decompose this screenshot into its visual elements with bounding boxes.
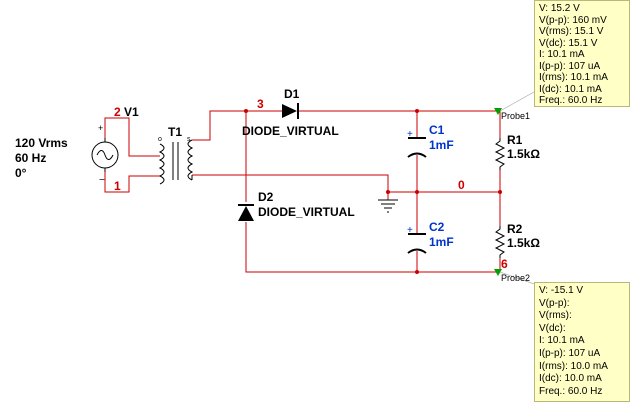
c2-value: 1mF: [429, 235, 454, 249]
junction-dot: [386, 190, 390, 194]
svg-text:s: s: [187, 136, 191, 143]
probe1-readout[interactable]: V: 15.2 V V(p-p): 160 mV V(rms): 15.1 V …: [534, 0, 630, 107]
d2-name: D2: [258, 190, 274, 204]
wire-net-0[interactable]: [192, 174, 500, 193]
ac-source-v1[interactable]: + −: [91, 123, 119, 186]
junction-dot: [415, 190, 419, 194]
capacitor-c2[interactable]: +: [407, 225, 427, 254]
r2-value: 1.5kΩ: [507, 236, 540, 250]
d1-name: D1: [284, 87, 300, 101]
svg-text:+: +: [98, 123, 103, 133]
r1-value: 1.5kΩ: [507, 147, 540, 161]
probe1-reading: I(p-p): 107 uA: [539, 60, 601, 72]
probe1-reading: I: 10.1 mA: [539, 49, 585, 60]
junction-dot: [498, 190, 502, 194]
diode-d1[interactable]: [282, 103, 299, 119]
net-label-3: 3: [257, 97, 264, 111]
c2-name: C2: [429, 220, 445, 234]
source-frequency: 60 Hz: [15, 151, 46, 165]
probe1-marker[interactable]: [494, 91, 535, 115]
probe1-reading: I(rms): 10.1 mA: [539, 72, 608, 83]
probe2-reading: V(rms):: [539, 310, 572, 322]
probe1-reading: Freq.: 60.0 Hz: [539, 95, 603, 106]
probe2-marker[interactable]: [494, 269, 535, 285]
resistor-r2[interactable]: [494, 226, 506, 258]
probe2-reading: V: -15.1 V: [539, 285, 584, 296]
probe1-reading: V(p-p): 160 mV: [539, 14, 607, 26]
source-phase: 0°: [15, 166, 27, 180]
probe2-label: Probe2: [501, 273, 530, 283]
diode-d2[interactable]: [238, 204, 254, 221]
svg-text:o: o: [158, 136, 162, 143]
resistor-r1[interactable]: [494, 138, 506, 170]
probe2-reading: V(dc):: [539, 322, 566, 334]
probe2-reading: V(p-p):: [539, 297, 570, 309]
probe2-reading: I(p-p): 107 uA: [539, 347, 601, 359]
net-label-1: 1: [114, 179, 121, 193]
source-voltage: 120 Vrms: [15, 136, 68, 150]
ground-symbol: [378, 199, 398, 213]
svg-text:+: +: [407, 225, 413, 236]
net-label-0: 0: [458, 178, 465, 192]
c1-value: 1mF: [429, 138, 454, 152]
probe2-reading: I: 10.1 mA: [539, 335, 585, 347]
probe2-readout[interactable]: V: -15.1 V V(p-p): V(rms): V(dc): I: 10.…: [534, 282, 630, 402]
probe1-reading: V(rms): 15.1 V: [539, 26, 604, 37]
probe2-reading: I(dc): 10.0 mA: [539, 373, 602, 385]
probe2-reading: I(rms): 10.0 mA: [539, 360, 608, 372]
svg-text:−: −: [99, 175, 105, 186]
r2-name: R2: [507, 222, 523, 236]
r1-name: R1: [507, 133, 523, 147]
wire-net-1[interactable]: [104, 172, 160, 193]
source-name: V1: [124, 105, 139, 119]
probe1-reading: V: 15.2 V: [539, 3, 580, 14]
probe1-reading: I(dc): 10.1 mA: [539, 83, 602, 95]
transformer-t1[interactable]: o s: [158, 136, 194, 185]
junction-dot: [244, 109, 248, 113]
probe2-reading: Freq.: 60.0 Hz: [539, 385, 603, 397]
transformer-name: T1: [168, 125, 182, 139]
d2-model: DIODE_VIRTUAL: [258, 205, 355, 219]
net-label-6: 6: [501, 257, 508, 271]
probe1-label: Probe1: [501, 111, 530, 121]
junction-dot: [415, 109, 419, 113]
junctions: [244, 109, 502, 274]
capacitor-c1[interactable]: +: [407, 129, 427, 158]
wire-net-2[interactable]: [104, 117, 160, 157]
svg-text:+: +: [407, 129, 413, 140]
probe1-reading: V(dc): 15.1 V: [539, 37, 598, 49]
net-label-2: 2: [114, 105, 121, 119]
wire-d2-out[interactable]: [245, 222, 500, 273]
junction-dot: [415, 270, 419, 274]
c1-name: C1: [429, 123, 445, 137]
d1-model: DIODE_VIRTUAL: [242, 124, 339, 138]
